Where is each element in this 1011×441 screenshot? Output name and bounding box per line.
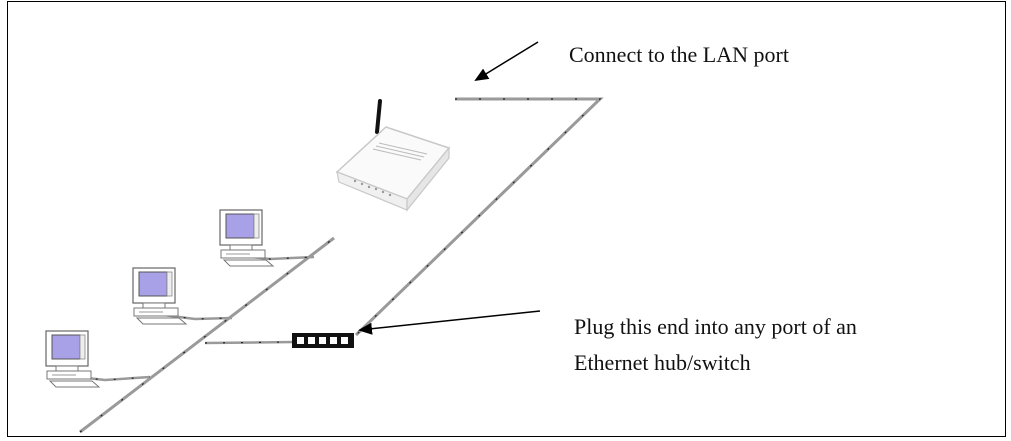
hub-switch-label-line2: Ethernet hub/switch <box>574 350 751 375</box>
hub-switch-label-line1: Plug this end into any port of an <box>574 314 857 339</box>
rj45-plug-icon <box>292 333 354 348</box>
computer-icon <box>219 209 275 267</box>
hub-switch-label: Plug this end into any port of an Ethern… <box>574 309 857 381</box>
computer-branch-cables <box>59 253 315 382</box>
computer-icon <box>45 330 101 388</box>
arrow-icon <box>358 310 541 335</box>
computer-branch-ticks <box>59 254 315 381</box>
arrow-icon <box>474 41 539 82</box>
lan-backbone <box>79 236 335 434</box>
lan-port-label: Connect to the LAN port <box>569 42 789 67</box>
diagram-frame <box>7 1 1006 437</box>
router-cable <box>354 97 604 337</box>
router-icon <box>335 99 451 212</box>
computer-icon <box>132 267 188 325</box>
